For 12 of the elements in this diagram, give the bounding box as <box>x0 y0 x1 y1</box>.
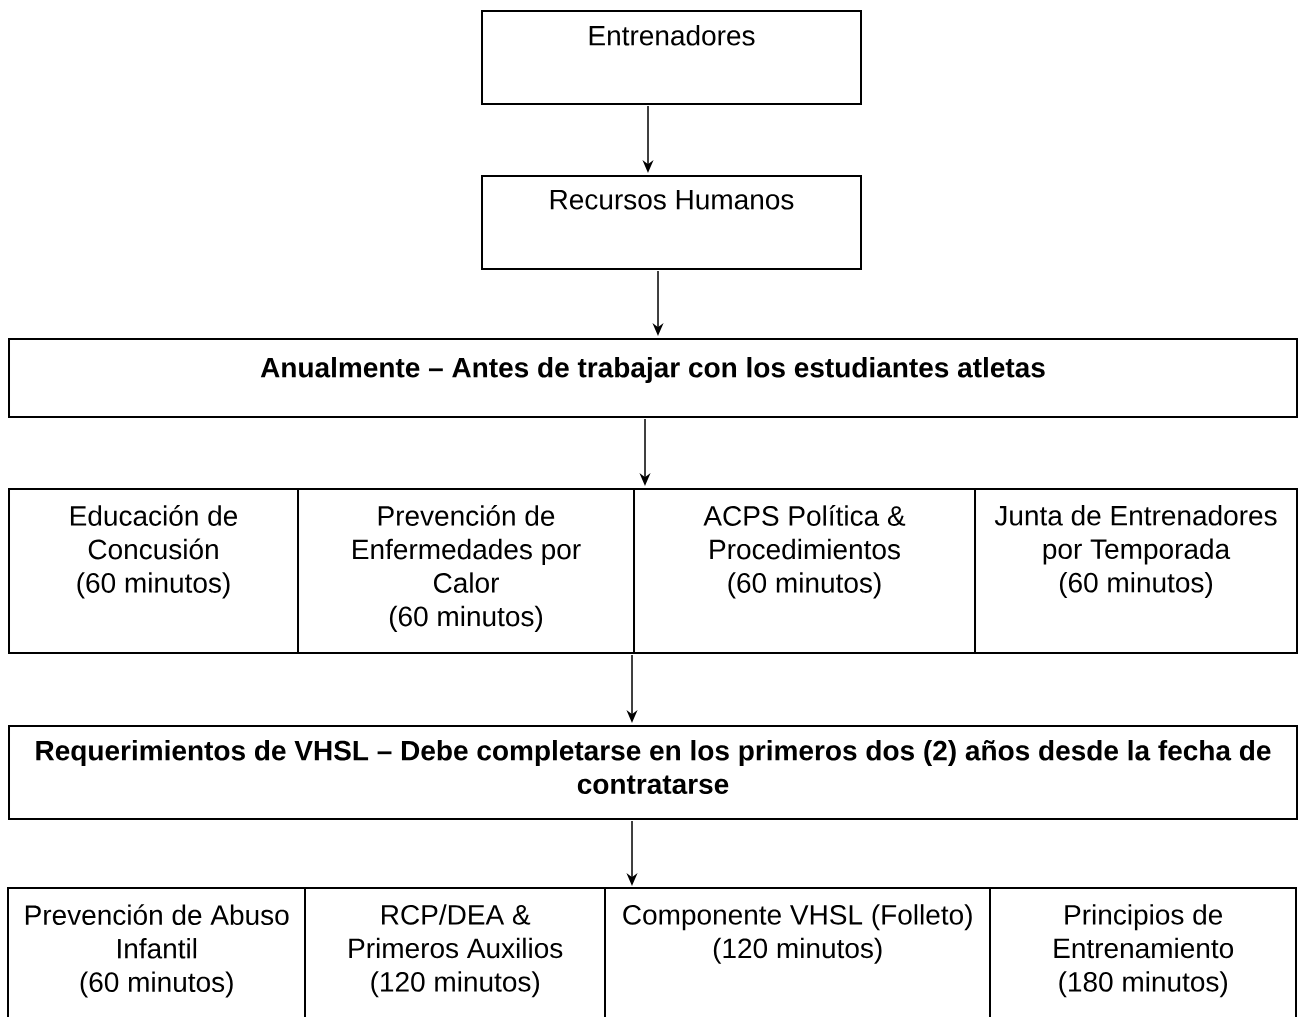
table-cell: Prevención de Abuso Infantil (60 minutos) <box>7 887 306 1017</box>
table-cell: Educación de Concusión (60 minutos) <box>8 488 299 654</box>
heading-band: Requerimientos de VHSL – Debe completarse en los primeros dos (2) años desde la fecha de contratarse <box>8 725 1298 820</box>
table-cell: ACPS Política & Procedimientos (60 minutos) <box>633 488 976 654</box>
heading-band: Anualmente – Antes de trabajar con los estudiantes atletas <box>8 338 1298 418</box>
table-cell: Principios de Entrenamiento (180 minutos) <box>989 887 1297 1017</box>
table-cell: Junta de Entrenadores por Temporada (60 minutos) <box>974 488 1298 654</box>
table-cell: Prevención de Enfermedades por Calor (60 minutos) <box>297 488 635 654</box>
process-box: Recursos Humanos <box>481 175 862 270</box>
table-cell: Componente VHSL (Folleto) (120 minutos) <box>604 887 991 1017</box>
process-box: Entrenadores <box>481 10 862 105</box>
table-cell: RCP/DEA & Primeros Auxilios (120 minutos) <box>304 887 606 1017</box>
